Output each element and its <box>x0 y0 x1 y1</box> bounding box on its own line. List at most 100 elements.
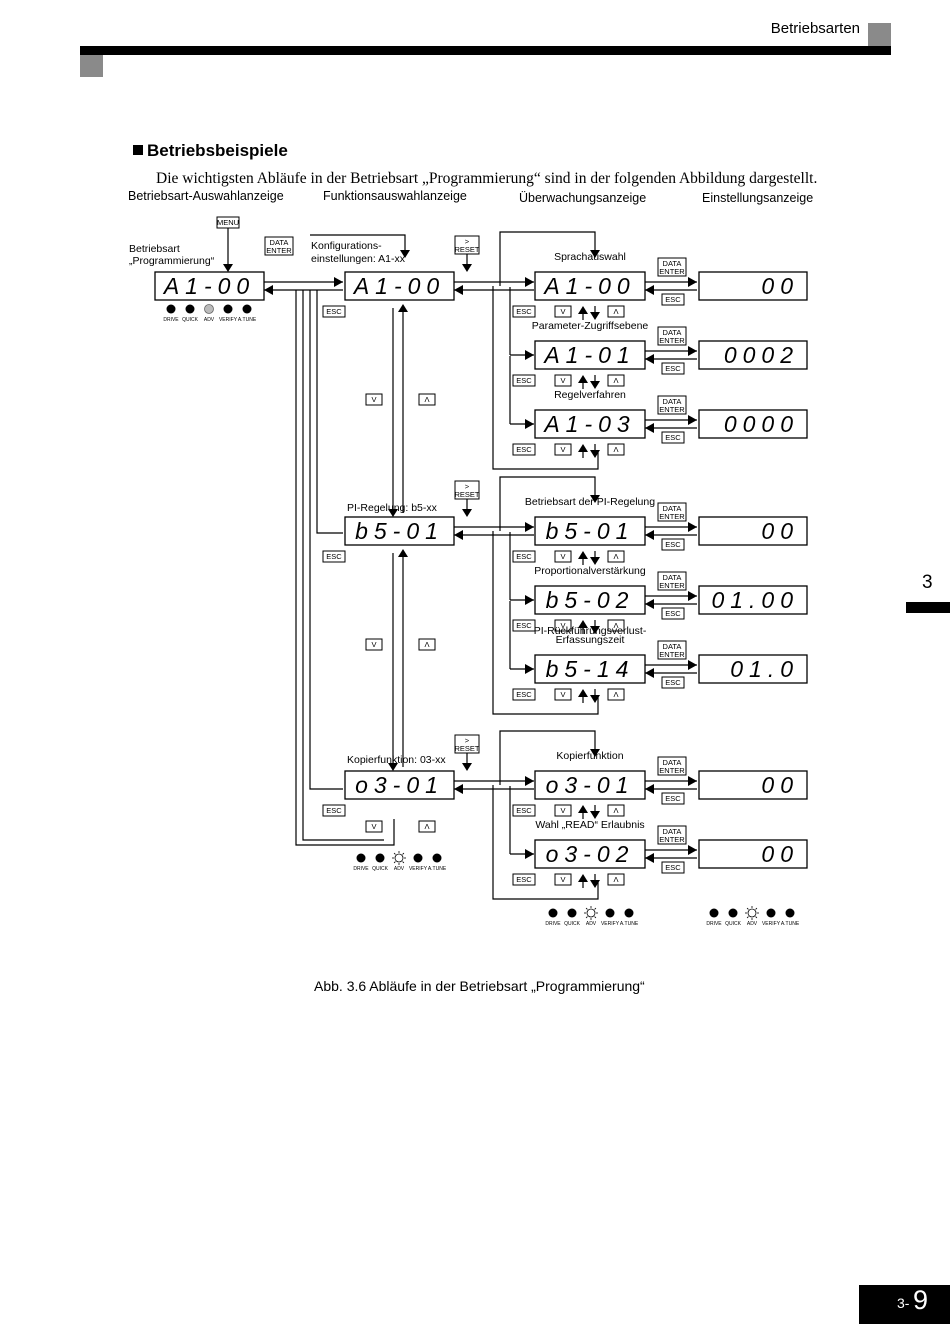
arrow-head <box>590 811 600 819</box>
led-label: A.TUNE <box>428 866 447 872</box>
led-label: ADV <box>204 317 215 323</box>
figure-caption: Abb. 3.6 Abläufe in der Betriebsart „Pro… <box>314 978 645 994</box>
data-enter-key-2-0-text: ENTER <box>659 766 685 775</box>
arrow-head <box>462 763 472 771</box>
atune-led-icon <box>624 908 634 918</box>
adv-led-lit-icon <box>586 908 596 918</box>
arrow-head <box>388 763 398 771</box>
chapter-tab-bar <box>906 602 950 613</box>
arrow-head <box>688 591 697 601</box>
led-label: ADV <box>747 921 758 927</box>
section-title: Betriebsbeispiele <box>133 141 288 161</box>
arrow-head <box>688 277 697 287</box>
function-group-label: Konfigurations- <box>311 240 382 252</box>
arrow-head <box>590 250 600 258</box>
param-display-1-2-text: b5-14 <box>546 656 635 682</box>
down-key-param-0-0 <box>554 305 572 318</box>
setting-display-0-0-text: 00 <box>761 273 799 299</box>
up-key-2 <box>418 820 436 833</box>
down-key-0 <box>365 393 383 406</box>
arrow-head <box>525 776 534 786</box>
param-display-0-0-text: A1-00 <box>542 273 635 299</box>
led-ray <box>402 861 405 864</box>
led-ray <box>594 907 597 910</box>
esc-key-function-0 <box>322 305 346 318</box>
drive-led-icon <box>548 908 558 918</box>
led-label: ADV <box>394 866 405 872</box>
esc-key-param-0-1-text: ESC <box>516 376 532 385</box>
down-key-param-0-2 <box>554 443 572 456</box>
arrow-head <box>590 880 600 888</box>
section-title-text: Betriebsbeispiele <box>147 141 288 160</box>
arrow-head <box>645 423 654 433</box>
setting-display-1-1 <box>698 585 808 615</box>
arrow-head <box>525 277 534 287</box>
param-display-2-1 <box>534 839 646 869</box>
data-enter-key-2-0-text: DATA <box>663 758 682 767</box>
setting-display-2-1 <box>698 839 808 869</box>
arrow-head <box>578 375 588 383</box>
esc-key-setting-1-2 <box>661 676 685 689</box>
arrow-head <box>454 784 463 794</box>
param-display-0-1-text: A1-01 <box>542 342 635 368</box>
up-key-param-2-1-text: Λ <box>613 875 618 884</box>
data-enter-key-2-1 <box>657 825 687 845</box>
arrow-head <box>398 304 408 312</box>
arrow-head <box>688 522 697 532</box>
function-display-1 <box>344 516 455 546</box>
esc-key-setting-0-2-text: ESC <box>665 433 681 442</box>
group-top-loop <box>310 234 406 252</box>
arrow-head <box>645 354 654 364</box>
col-header-monitor: Überwachungsanzeige <box>519 191 647 205</box>
arrow-head <box>578 805 588 813</box>
quick-led-icon <box>185 304 195 314</box>
page-number-prefix: 3- <box>897 1295 910 1311</box>
up-key-param-0-0-text: Λ <box>613 307 618 316</box>
up-key-param-1-2 <box>607 688 625 701</box>
param-label: Proportionalverstärkung <box>534 565 646 577</box>
param-display-1-2 <box>534 654 646 684</box>
led-ray <box>594 916 597 919</box>
quick-led-icon <box>375 853 385 863</box>
up-key-param-0-2-text: Λ <box>613 445 618 454</box>
arrow-head <box>645 530 654 540</box>
esc-key-param-0-0 <box>512 305 536 318</box>
data-enter-key-0-0-text: ENTER <box>659 267 685 276</box>
left-loop-outer <box>295 290 395 846</box>
esc-key-setting-1-1-text: ESC <box>665 609 681 618</box>
esc-key-setting-1-0 <box>661 538 685 551</box>
arrow-head <box>525 595 534 605</box>
arrow-head <box>645 853 654 863</box>
esc-key-param-1-0 <box>512 550 536 563</box>
left-loop-fourth <box>316 290 343 534</box>
esc-key-function-2-text: ESC <box>326 806 342 815</box>
arrow-head <box>578 551 588 559</box>
reset-key-1-text: RESET <box>454 490 479 499</box>
data-enter-key-0-1 <box>657 326 687 346</box>
led-label: VERIFY <box>601 921 620 927</box>
arrow-head <box>590 695 600 703</box>
verify-led-icon <box>413 853 423 863</box>
up-key-param-1-0 <box>607 550 625 563</box>
led-label: DRIVE <box>706 921 722 927</box>
led-ray <box>585 916 588 919</box>
led-label: DRIVE <box>353 866 369 872</box>
drive-led-icon <box>709 908 719 918</box>
down-key-param-1-1 <box>554 619 572 632</box>
down-key-param-2-0 <box>554 804 572 817</box>
led-label: QUICK <box>725 921 742 927</box>
arrow-head <box>688 845 697 855</box>
esc-key-setting-0-1 <box>661 362 685 375</box>
param-label: PI-Rückführungsverlust- <box>534 625 647 637</box>
function-display-0-text: A1-00 <box>352 273 445 299</box>
esc-key-param-2-1 <box>512 873 536 886</box>
left-loop-inner <box>302 290 384 841</box>
data-enter-key-main <box>264 236 294 256</box>
up-key-param-2-0 <box>607 804 625 817</box>
down-key-param-1-2-text: V <box>560 690 565 699</box>
up-key-0 <box>418 393 436 406</box>
mode-label: Betriebsart <box>129 243 180 255</box>
data-enter-key-0-2-text: DATA <box>663 397 682 406</box>
data-enter-key-0-1-text: DATA <box>663 328 682 337</box>
param-display-1-1-text: b5-02 <box>546 587 635 613</box>
